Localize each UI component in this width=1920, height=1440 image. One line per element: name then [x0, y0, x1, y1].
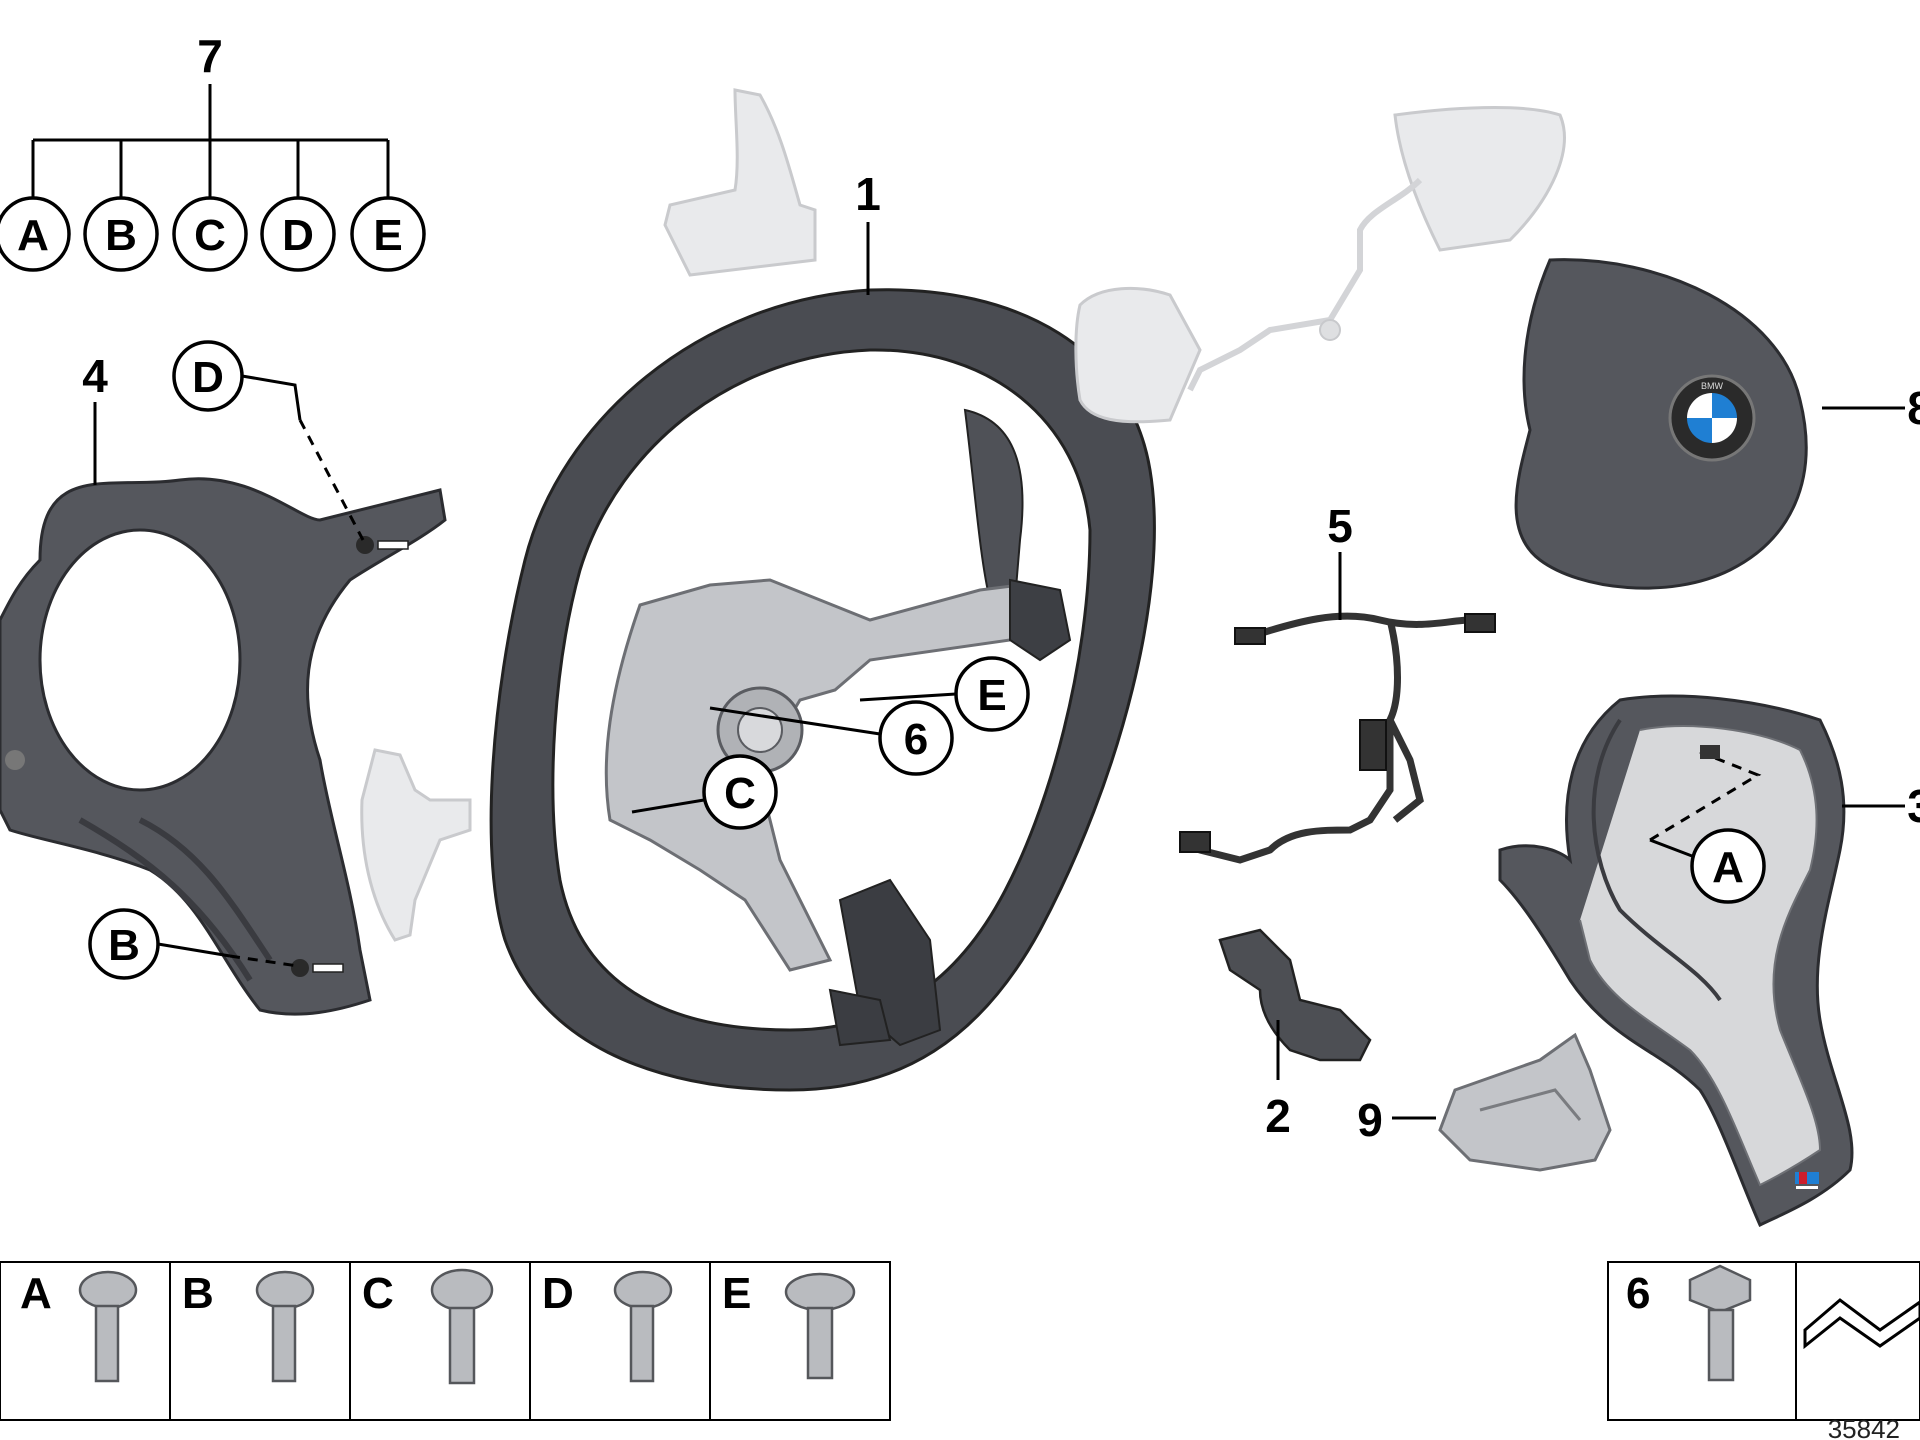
- part-4-trim-cover[interactable]: [0, 477, 447, 1016]
- set-7-circle-b[interactable]: B: [83, 196, 159, 272]
- set-7-circle-c[interactable]: C: [172, 196, 248, 272]
- fold-arrow-icon: [1803, 1298, 1920, 1350]
- part-3-m-trim-cover[interactable]: [1498, 694, 1854, 1228]
- callout-c-wheel[interactable]: C: [702, 754, 778, 830]
- callout-a-right[interactable]: A: [1690, 828, 1766, 904]
- set-7-letter: C: [194, 211, 226, 260]
- part-number-6-wheel: 6: [904, 715, 928, 764]
- part-number-4: 4: [82, 350, 108, 402]
- bmw-logo-text: BMW: [1701, 381, 1724, 391]
- set-7-letter: B: [105, 211, 137, 260]
- callout-letter: B: [108, 921, 140, 970]
- diagram-number: 35842: [1828, 1414, 1900, 1440]
- part-6-hub-bolt-label[interactable]: 6: [878, 700, 954, 776]
- part-5-wiring-harness[interactable]: [1179, 612, 1496, 864]
- set-7-letter: E: [373, 211, 402, 260]
- shift-paddle-right-ghost: [663, 88, 817, 277]
- set-7-circle-d[interactable]: D: [260, 196, 336, 272]
- screw-cell-a[interactable]: A: [20, 1269, 138, 1383]
- part-number-7: 7: [197, 30, 223, 82]
- part-number-8: 8: [1907, 382, 1920, 434]
- screw-cell-letter: A: [20, 1269, 52, 1318]
- screw-cell-letter: B: [182, 1269, 214, 1318]
- part-number-9: 9: [1357, 1094, 1383, 1146]
- screw-cell-b[interactable]: B: [182, 1269, 315, 1383]
- screw-cell-d[interactable]: D: [542, 1269, 673, 1383]
- part-2-sensor[interactable]: [1218, 928, 1372, 1062]
- callout-b-left[interactable]: B: [88, 908, 160, 980]
- part-1-steering-wheel[interactable]: [489, 288, 1156, 1092]
- bolt-number: 6: [1626, 1269, 1650, 1318]
- callout-letter: D: [192, 353, 224, 402]
- part-9-bracket[interactable]: [1438, 1032, 1612, 1172]
- set-7-circle-a[interactable]: A: [0, 196, 71, 272]
- part-number-3: 3: [1907, 780, 1920, 832]
- screw-table: A B C D E: [0, 1261, 891, 1421]
- callout-letter: C: [724, 769, 756, 818]
- callout-letter: E: [977, 671, 1006, 720]
- screw-cell-c[interactable]: C: [362, 1268, 494, 1385]
- shift-paddle-left-ghost: [360, 748, 472, 942]
- bolt-cell-6[interactable]: 6: [1626, 1264, 1752, 1382]
- screw-cell-letter: E: [722, 1269, 751, 1318]
- set-7-letter: A: [17, 211, 49, 260]
- callout-letter: A: [1712, 843, 1744, 892]
- part-8-airbag[interactable]: BMW: [1514, 258, 1808, 590]
- set-7-letter: D: [282, 211, 314, 260]
- callout-e-wheel[interactable]: E: [954, 656, 1030, 732]
- part-number-2: 2: [1265, 1090, 1291, 1142]
- screw-cell-e[interactable]: E: [722, 1269, 856, 1380]
- part-number-5: 5: [1327, 500, 1353, 552]
- screw-cell-letter: D: [542, 1269, 574, 1318]
- callout-d-left[interactable]: D: [172, 340, 244, 412]
- set-7-tree: 7 A B C D E: [0, 30, 426, 272]
- multifunction-switch-ghost: [1074, 106, 1566, 424]
- screw-cell-letter: C: [362, 1269, 394, 1318]
- bolt-table: 6: [1607, 1261, 1920, 1421]
- set-7-circle-e[interactable]: E: [350, 196, 426, 272]
- part-number-1: 1: [855, 168, 881, 220]
